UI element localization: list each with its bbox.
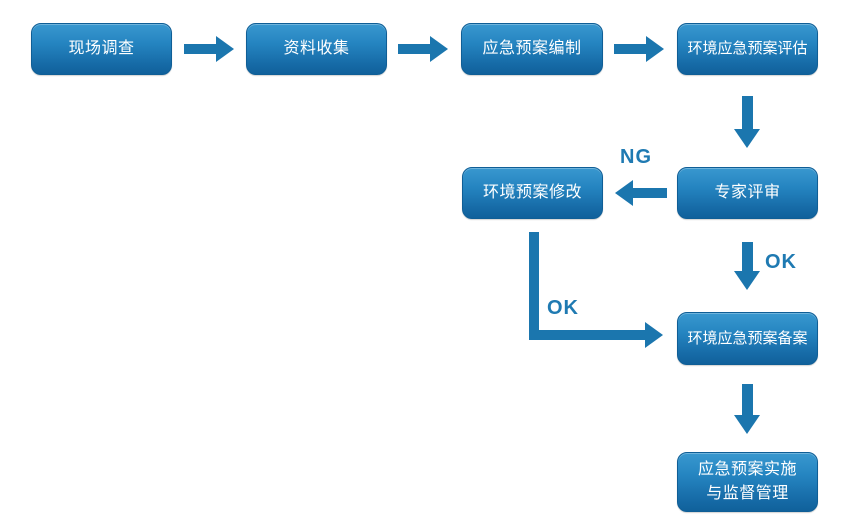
edge-label-ok-review-to-filing: OK xyxy=(765,251,797,273)
node-plan-compilation-label: 应急预案编制 xyxy=(482,40,582,57)
arrow-head xyxy=(216,36,234,62)
arrow-shaft xyxy=(633,188,667,198)
node-plan-assessment: 环境应急预案评估 xyxy=(677,23,818,75)
right-arrow-icon-survey-to-collection xyxy=(184,36,234,62)
arrow-head xyxy=(646,36,664,62)
node-expert-review: 专家评审 xyxy=(677,167,818,219)
edge-label-ok-revision-to-filing: OK xyxy=(547,297,579,319)
right-arrow-icon-collection-to-compilation xyxy=(398,36,448,62)
node-plan-compilation: 应急预案编制 xyxy=(461,23,603,75)
arrow-shaft xyxy=(614,44,646,54)
node-implementation-supervision-label-line2: 与监督管理 xyxy=(706,485,789,502)
node-plan-revision: 环境预案修改 xyxy=(462,167,603,219)
arrow-shaft xyxy=(741,96,753,129)
left-arrow-icon-review-to-revision xyxy=(615,180,667,206)
elbow-arrow-icon-revision-to-filing xyxy=(529,232,667,352)
node-expert-review-label: 专家评审 xyxy=(714,184,781,201)
down-arrow-icon-assessment-to-review xyxy=(734,96,760,148)
node-implementation-supervision: 应急预案实施 与监督管理 xyxy=(677,452,818,512)
node-data-collection: 资料收集 xyxy=(246,23,387,75)
node-plan-filing-label: 环境应急预案备案 xyxy=(687,329,808,347)
edge-label-ng: NG xyxy=(620,146,652,168)
arrow-head xyxy=(734,271,760,290)
node-site-survey: 现场调查 xyxy=(31,23,172,75)
node-implementation-supervision-label-line1: 应急预案实施 xyxy=(697,461,797,478)
node-data-collection-label: 资料收集 xyxy=(283,40,350,57)
arrow-head xyxy=(615,180,633,206)
node-plan-filing: 环境应急预案备案 xyxy=(677,312,818,365)
arrow-shaft xyxy=(741,242,753,271)
node-plan-revision-label: 环境预案修改 xyxy=(482,184,582,201)
down-arrow-icon-filing-to-implementation xyxy=(734,384,760,434)
arrow-head xyxy=(430,36,448,62)
node-site-survey-label: 现场调查 xyxy=(68,40,135,57)
arrow-head xyxy=(734,415,760,434)
arrow-head xyxy=(645,322,663,348)
arrow-vertical-segment xyxy=(529,232,539,340)
arrow-shaft xyxy=(741,384,753,415)
arrow-shaft xyxy=(184,44,216,54)
right-arrow-icon-compilation-to-assessment xyxy=(614,36,664,62)
arrow-horizontal-segment xyxy=(529,330,645,340)
node-plan-assessment-label: 环境应急预案评估 xyxy=(687,40,808,57)
arrow-shaft xyxy=(398,44,430,54)
down-arrow-icon-review-to-filing xyxy=(734,242,760,290)
arrow-head xyxy=(734,129,760,148)
